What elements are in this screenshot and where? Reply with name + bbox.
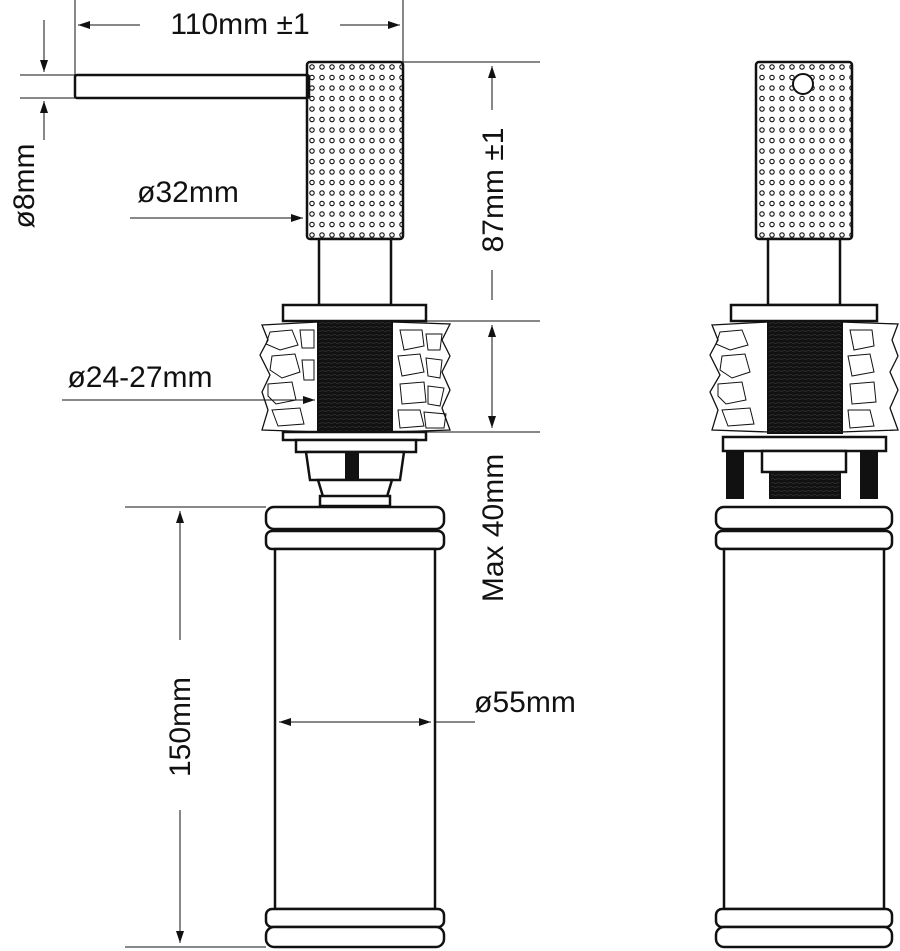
bottle-height-label: 150mm — [164, 677, 197, 777]
bracket-front — [760, 449, 848, 474]
threaded-shank — [317, 320, 393, 434]
bottle-front — [714, 505, 894, 949]
top-flange-front — [729, 303, 879, 323]
thread-diameter-label: ø24-27mm — [67, 361, 212, 394]
pump-neck — [317, 237, 393, 307]
front-view-dispenser — [709, 60, 899, 949]
nut-front — [769, 471, 841, 499]
spout-length-label: 110mm ±1 — [170, 8, 309, 41]
spout — [73, 73, 311, 100]
bottle-diameter-label: ø55mm — [474, 686, 576, 719]
spout-diameter-label: ø8mm — [8, 144, 41, 229]
pump-neck-front — [766, 237, 842, 307]
lock-plate — [294, 438, 418, 454]
side-view-dispenser — [73, 60, 452, 949]
top-flange — [281, 303, 428, 323]
spout-hole — [792, 73, 814, 95]
head-height-label: 87mm ±1 — [477, 128, 510, 253]
head-diameter-label: ø32mm — [137, 176, 239, 209]
max-countertop-label: Max 40mm — [477, 454, 510, 602]
pump-head — [305, 60, 405, 241]
countertop-stone-front — [709, 321, 899, 433]
threaded-shank-front — [767, 320, 843, 434]
bottle-cap — [318, 494, 392, 508]
bottle — [264, 505, 446, 949]
bottom-washer-front — [721, 435, 888, 453]
dimension-lines — [20, 0, 540, 948]
bolt-right-front — [860, 451, 878, 499]
bolt-left-front — [726, 451, 744, 499]
